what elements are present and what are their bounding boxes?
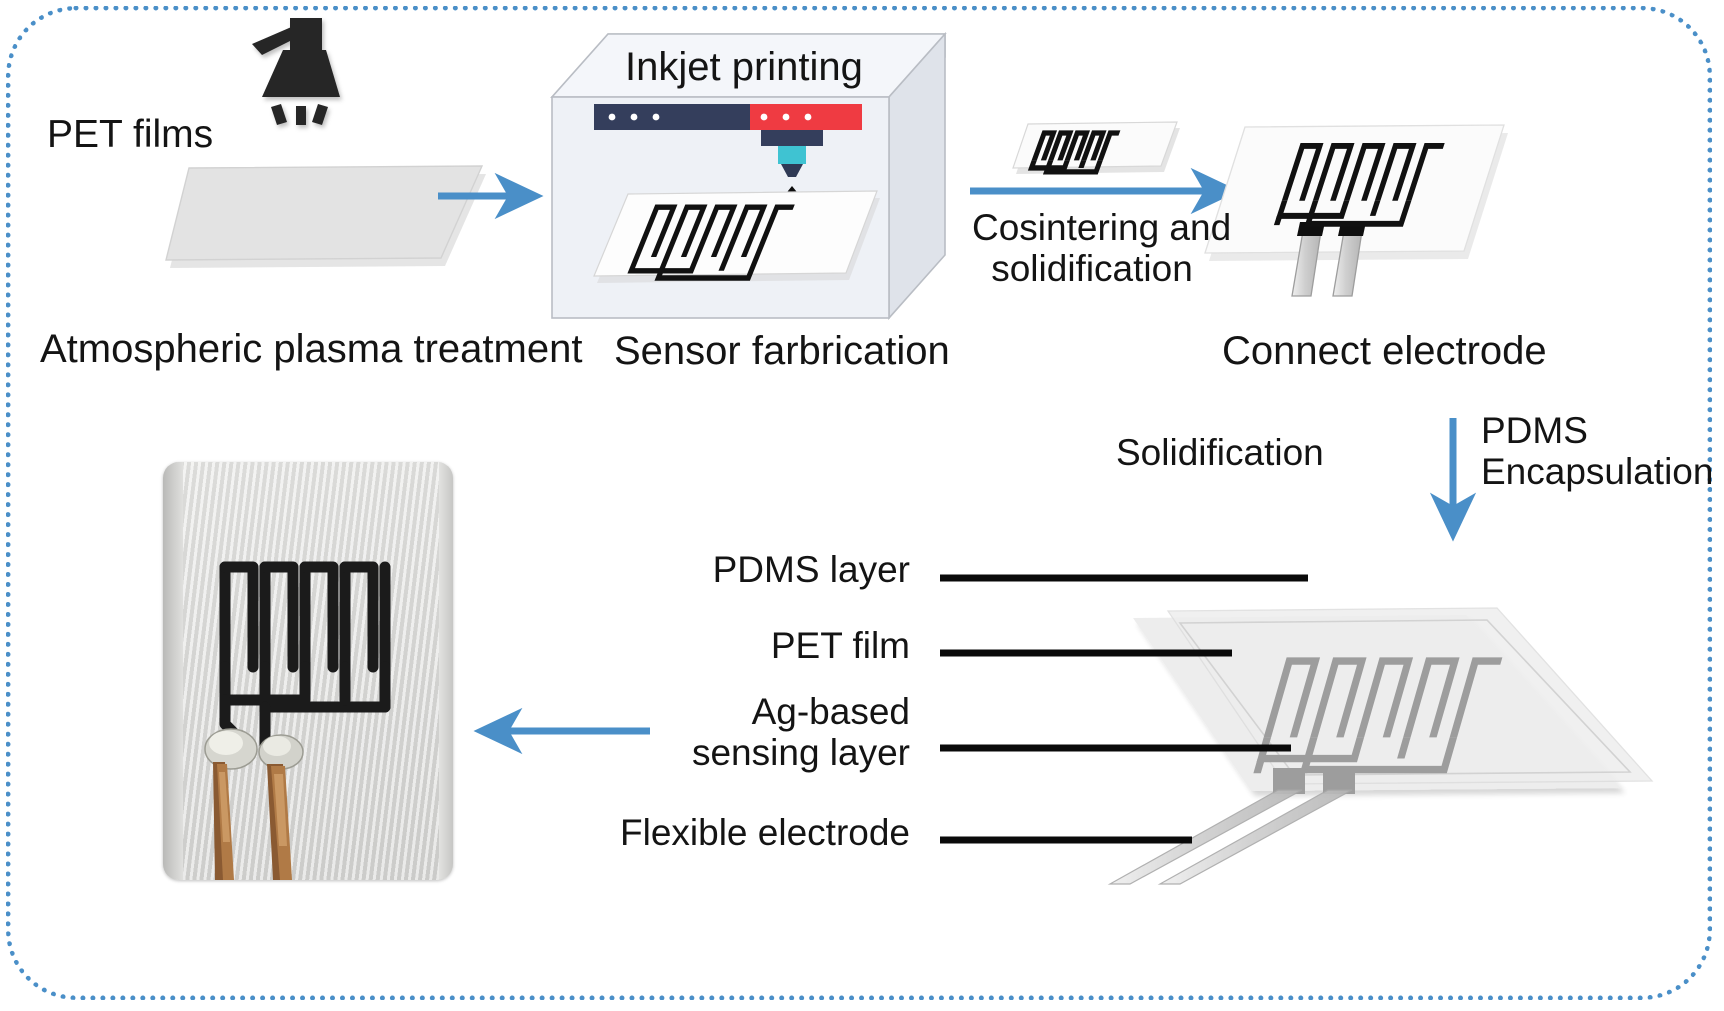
callout-label-flexible-electrode: Flexible electrode bbox=[620, 812, 910, 853]
callout-label-pet-film: PET film bbox=[770, 625, 910, 666]
callout-label-ag-layer-line1: Ag-based bbox=[751, 691, 910, 732]
copper-wires bbox=[213, 762, 292, 880]
sensor-fabrication-caption: Sensor farbrication bbox=[614, 329, 950, 373]
callout-label-ag-layer-line2: sensing layer bbox=[691, 732, 910, 773]
fabricated-sensor-photo bbox=[163, 462, 453, 880]
pdms-encapsulation-line1: PDMS bbox=[1481, 410, 1588, 451]
plasma-treatment-caption: Atmospheric plasma treatment bbox=[40, 327, 583, 371]
solidification-label: Solidification bbox=[1116, 432, 1324, 473]
photo-right-edge bbox=[439, 462, 453, 880]
connect-electrode-caption: Connect electrode bbox=[1222, 329, 1547, 373]
photo-left-edge bbox=[163, 462, 183, 880]
callout-label-pdms-layer: PDMS layer bbox=[712, 549, 910, 590]
inkjet-printing-title: Inkjet printing bbox=[625, 45, 863, 89]
photo-sensor-overlay bbox=[204, 561, 391, 880]
pet-films-label: PET films bbox=[47, 113, 214, 156]
cosintering-label-line2: solidification bbox=[991, 248, 1193, 289]
pdms-encapsulation-line2: Encapsulation bbox=[1481, 451, 1714, 492]
cosintering-label-line1: Cosintering and bbox=[972, 207, 1232, 248]
figure-border bbox=[6, 6, 1712, 1000]
